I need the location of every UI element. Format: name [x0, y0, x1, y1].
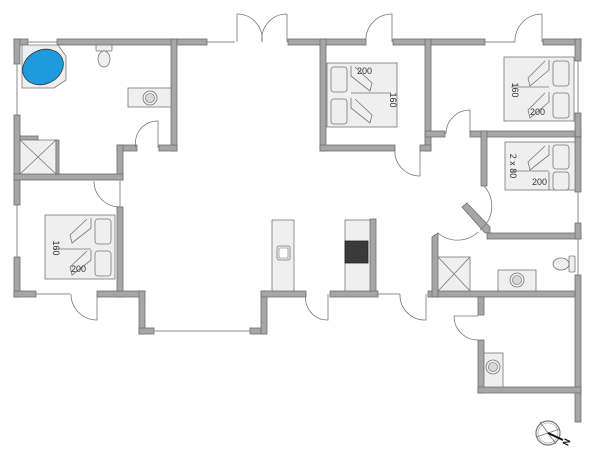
bed-length-label: 200	[357, 66, 372, 76]
bed-bedroom-4: 160 200	[44, 214, 116, 280]
bed-length-label: 200	[71, 264, 86, 274]
whirlpool-tub	[21, 44, 67, 89]
hob-icon	[344, 240, 369, 264]
doors	[70, 13, 543, 341]
windows	[16, 41, 579, 332]
bed-width-label: 160	[510, 82, 520, 97]
compass-icon: N	[535, 420, 573, 447]
shower-icon	[19, 139, 60, 175]
shower-icon	[437, 256, 471, 292]
bed-width-label: 160	[388, 92, 398, 107]
bed-bedroom-2: 160 200	[503, 56, 575, 122]
sink-icon	[497, 269, 537, 292]
bed-length-label: 200	[532, 177, 547, 187]
sink-icon	[127, 87, 172, 108]
bed-bedroom-1: 200 160	[326, 62, 398, 128]
kitchen-sink-counter	[271, 219, 295, 292]
kitchen-hob-counter	[344, 219, 371, 292]
bed-width-label: 2 x 80	[508, 154, 518, 179]
bed-bedroom-3: 2 x 80 200	[504, 141, 576, 191]
walls	[13, 38, 582, 423]
compass-north-label: N	[561, 437, 573, 447]
bed-width-label: 160	[51, 240, 61, 255]
bed-length-label: 200	[530, 107, 545, 117]
utility-sink-icon	[483, 352, 504, 388]
toilet-icon	[552, 255, 576, 273]
toilet-icon	[95, 44, 113, 68]
